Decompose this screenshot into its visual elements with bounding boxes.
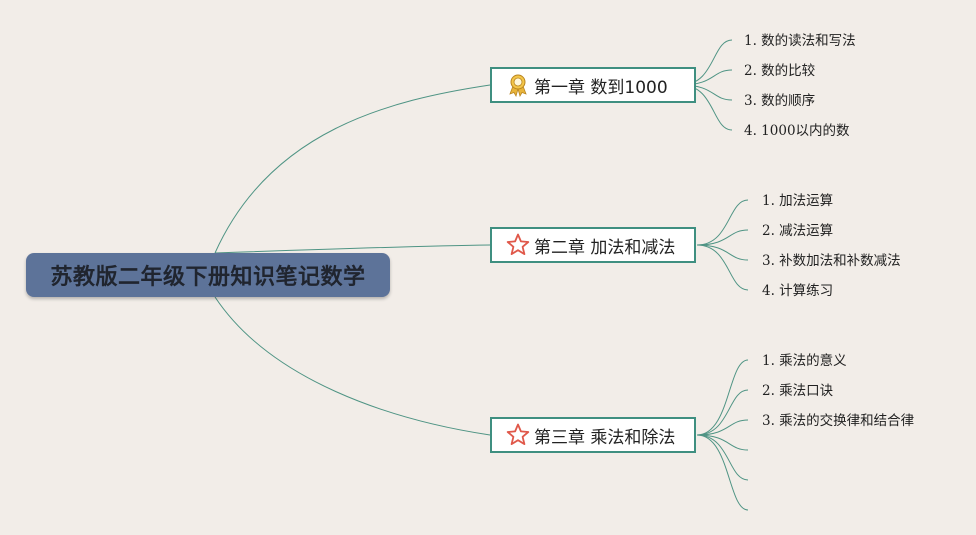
star-icon — [506, 233, 530, 257]
chapter-2-item[interactable]: 2. 减法运算 — [762, 223, 834, 239]
edge-root-chapter-2 — [214, 244, 491, 254]
edge-ch2-leaf-1 — [696, 199, 749, 246]
chapter-1-item[interactable]: 2. 数的比较 — [744, 63, 816, 79]
chapter-3-item[interactable]: 3. 乘法的交换律和结合律 — [762, 413, 915, 429]
chapter-2-node[interactable]: 第二章 加法和减法 — [490, 227, 696, 263]
chapter-1-title: 第一章 数到1000 — [534, 77, 668, 98]
root-topic[interactable]: 苏教版二年级下册知识笔记数学 — [26, 253, 390, 297]
edge-ch3-leaf-1 — [696, 359, 749, 436]
edge-ch3-leaf-3 — [696, 419, 749, 436]
chapter-3-item[interactable]: 2. 乘法口诀 — [762, 383, 834, 399]
chapter-1-item[interactable]: 4. 1000以内的数 — [744, 123, 850, 139]
chapter-1-item[interactable]: 1. 数的读法和写法 — [744, 33, 856, 49]
award-ribbon-icon — [506, 73, 530, 97]
edge-ch2-leaf-3 — [696, 244, 749, 261]
edge-ch3-leaf-5 — [696, 434, 749, 481]
star-icon — [506, 423, 530, 447]
chapter-1-node[interactable]: 第一章 数到1000 — [490, 67, 696, 103]
chapter-2-item[interactable]: 4. 计算练习 — [762, 283, 834, 299]
chapter-1-item[interactable]: 3. 数的顺序 — [744, 93, 816, 109]
edge-ch3-leaf-6 — [696, 434, 749, 511]
edge-ch2-leaf-4 — [696, 244, 749, 291]
edge-ch3-leaf-2 — [696, 389, 749, 436]
root-topic-label: 苏教版二年级下册知识笔记数学 — [50, 265, 366, 290]
edge-ch3-leaf-4 — [696, 434, 749, 451]
chapter-3-item[interactable]: 1. 乘法的意义 — [762, 353, 847, 369]
chapter-2-item[interactable]: 3. 补数加法和补数减法 — [762, 253, 901, 269]
chapter-2-title: 第二章 加法和减法 — [534, 237, 676, 258]
edge-root-chapter-1 — [214, 84, 491, 254]
chapter-2-item[interactable]: 1. 加法运算 — [762, 193, 834, 209]
chapter-3-node[interactable]: 第三章 乘法和除法 — [490, 417, 696, 453]
edge-root-chapter-3 — [214, 296, 491, 436]
chapter-3-title: 第三章 乘法和除法 — [534, 427, 676, 448]
edge-ch2-leaf-2 — [696, 229, 749, 246]
